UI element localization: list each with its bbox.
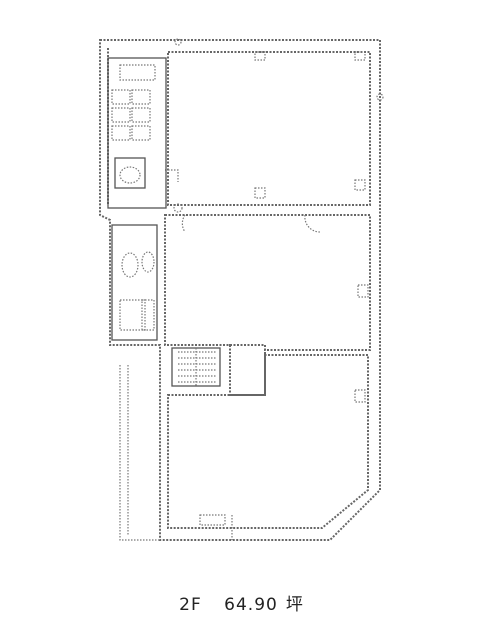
area-unit: 坪 xyxy=(285,595,304,615)
area-value: 64.90 xyxy=(224,595,278,615)
room-bottom xyxy=(167,354,369,540)
room-middle xyxy=(164,214,371,351)
plan-caption: 2F 64.90 坪 xyxy=(0,590,483,615)
columns xyxy=(173,38,384,213)
restroom-area xyxy=(107,57,167,209)
floor-plan xyxy=(99,38,384,541)
room-top xyxy=(165,51,371,206)
stair-core xyxy=(171,344,266,396)
floor-label: 2F xyxy=(179,595,202,615)
kitchenette-area xyxy=(111,224,158,341)
outer-walls xyxy=(99,39,381,541)
